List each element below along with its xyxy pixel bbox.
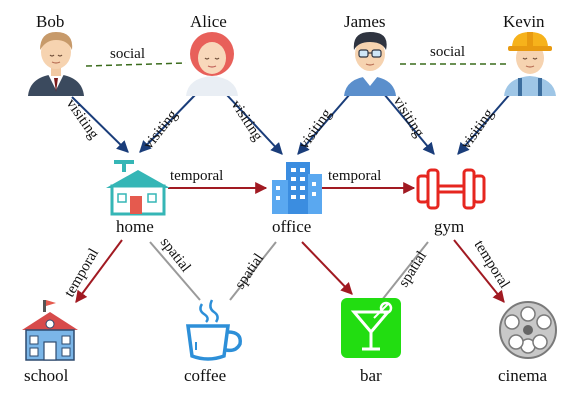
- social-edge-bob-alice: [85, 62, 187, 67]
- woman-icon: [186, 32, 238, 96]
- social-label-right: social: [430, 44, 465, 60]
- place-home-name: home: [116, 217, 154, 236]
- dumbbell-icon: [416, 168, 486, 210]
- place-office: office: [272, 162, 322, 236]
- person-kevin: Kevin: [503, 12, 556, 96]
- temporal-label-office-gym: temporal: [328, 168, 381, 184]
- place-home: home: [106, 160, 170, 236]
- social-label-left: social: [110, 46, 145, 62]
- place-school-name: school: [24, 366, 69, 385]
- spatial-edge-office-coffee: [229, 241, 277, 301]
- place-coffee-name: coffee: [184, 366, 226, 385]
- place-coffee: coffee: [184, 299, 242, 385]
- place-school: school: [22, 300, 78, 385]
- visiting-label-james-office: visiting: [296, 106, 335, 152]
- place-gym-name: gym: [434, 217, 464, 236]
- businessman-icon: [28, 32, 84, 96]
- visiting-label-kevin-gym: visiting: [458, 106, 497, 152]
- visiting-edge-alice-office: [225, 93, 283, 155]
- person-alice-name: Alice: [190, 12, 227, 31]
- office-building-icon: [272, 162, 322, 214]
- spatial-edge-home-coffee: [149, 241, 201, 301]
- temporal-label-gym-cinema: temporal: [471, 238, 513, 292]
- visiting-edge-james-gym: [383, 93, 435, 155]
- film-reel-icon: [499, 301, 557, 359]
- temporal-edge-office-bar: [301, 241, 353, 295]
- visiting-edge-bob-home: [71, 96, 129, 153]
- temporal-label-home-office: temporal: [170, 168, 223, 184]
- spatial-label-office-coffee: spatial: [232, 251, 267, 292]
- temporal-edge-gym-cinema: [453, 239, 505, 303]
- temporal-label-home-school: temporal: [62, 246, 103, 300]
- place-cinema-name: cinema: [498, 366, 548, 385]
- place-bar: bar: [341, 298, 401, 385]
- person-james-name: James: [344, 12, 386, 31]
- visiting-label-alice-office: visiting: [228, 97, 266, 144]
- cocktail-icon: [341, 298, 401, 358]
- visiting-edge-alice-home: [139, 93, 197, 153]
- school-building-icon: [22, 300, 78, 361]
- person-bob: Bob: [28, 12, 84, 96]
- house-icon: [106, 160, 170, 216]
- coffee-cup-icon: [186, 299, 242, 361]
- visiting-edge-james-office: [297, 93, 351, 155]
- temporal-edge-home-school: [75, 239, 123, 303]
- construction-worker-icon: [504, 32, 556, 96]
- person-alice: Alice: [186, 12, 238, 96]
- person-bob-name: Bob: [36, 12, 64, 31]
- visiting-label-james-gym: visiting: [390, 94, 428, 141]
- place-bar-name: bar: [360, 366, 382, 385]
- place-cinema: cinema: [498, 301, 557, 385]
- place-gym: gym: [416, 168, 486, 236]
- man-with-glasses-icon: [344, 32, 396, 96]
- spatial-edge-gym-bar: [381, 241, 429, 301]
- spatial-label-gym-bar: spatial: [396, 248, 430, 290]
- visiting-label-alice-home: visiting: [141, 107, 182, 153]
- visiting-edge-kevin-gym: [457, 93, 511, 155]
- place-office-name: office: [272, 217, 311, 236]
- person-kevin-name: Kevin: [503, 12, 545, 31]
- person-james: James: [344, 12, 396, 96]
